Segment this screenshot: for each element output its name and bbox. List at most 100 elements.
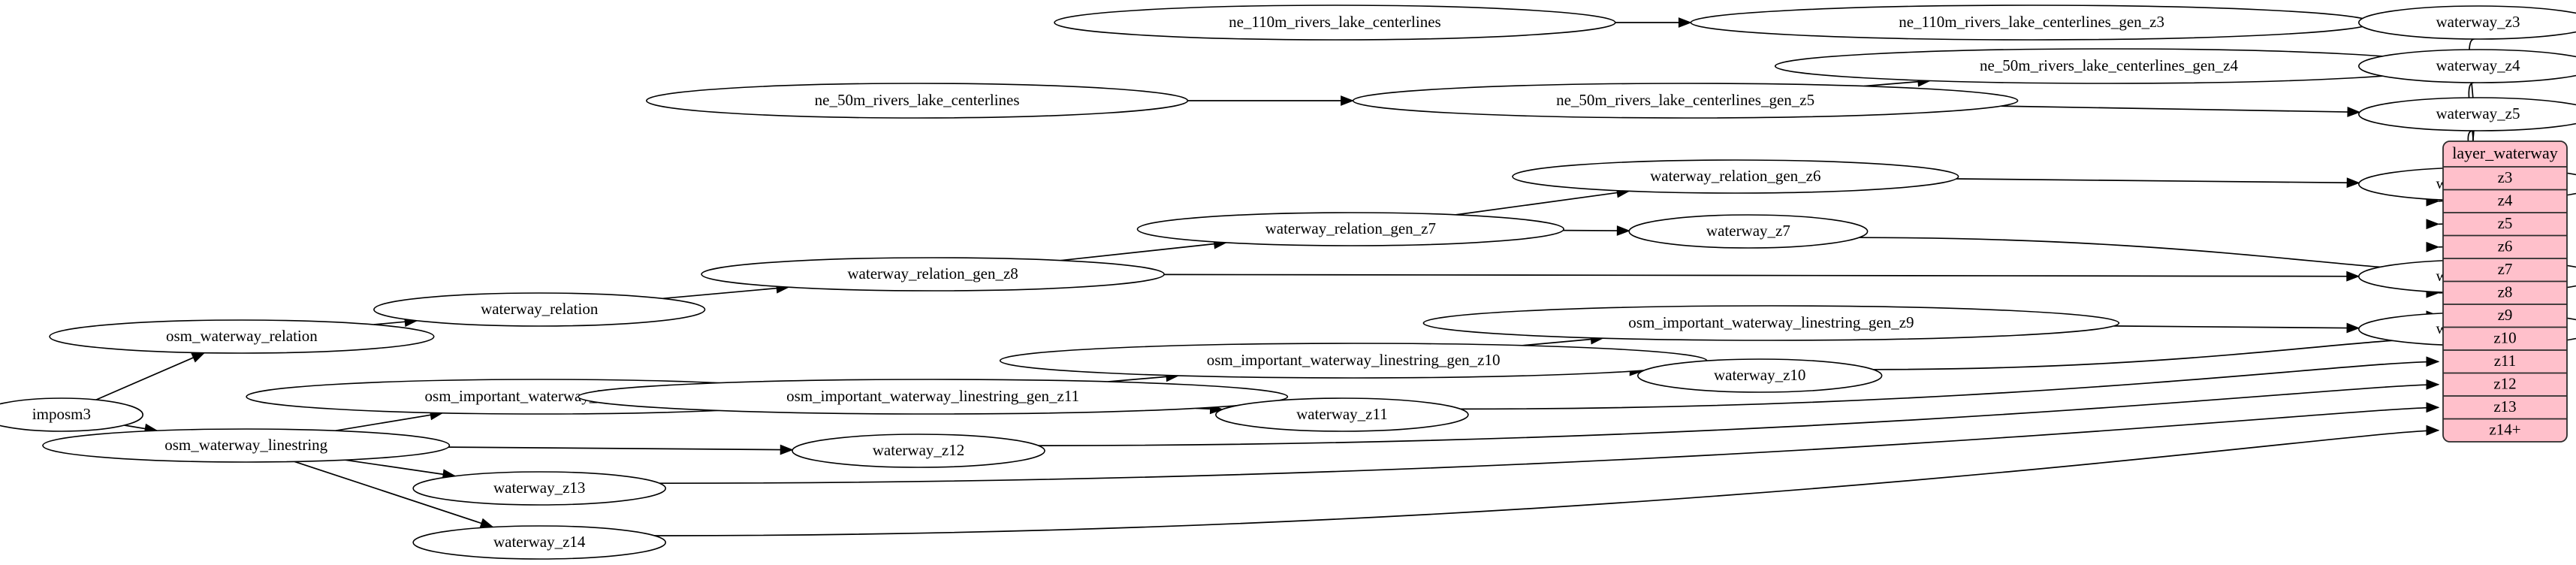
node-ellipse[interactable] [1422,305,2120,341]
node-label: osm_waterway_linestring [164,436,327,454]
node-ne_50m_rivers_lake_centerlines_gen_z5[interactable]: ne_50m_rivers_lake_centerlines_gen_z5 [1352,83,2019,119]
table-row-z4[interactable]: z4 [2498,192,2513,210]
node-waterway_relation_gen_z7[interactable]: waterway_relation_gen_z7 [1136,212,1564,246]
node-ellipse[interactable] [42,428,451,463]
node-waterway_z5[interactable]: waterway_z5 [2358,97,2576,131]
edge-ne_50m_rivers_lake_centerlines_gen_z5-to-waterway_z5 [2001,105,2361,117]
edge-line [335,412,443,432]
node-ellipse[interactable] [1637,358,1883,393]
node-label: ne_50m_rivers_lake_centerlines_gen_z4 [1980,56,2239,74]
node-label: osm_important_waterway_linestring_gen_z9 [1628,313,1914,331]
edges-layer [95,17,2475,536]
node-ellipse[interactable] [49,319,435,354]
node-waterway_relation[interactable]: waterway_relation [373,292,706,327]
node-ellipse[interactable] [792,434,1045,468]
edge-waterway_z7-to-table-z7 [1859,237,2440,276]
node-waterway_z7[interactable]: waterway_z7 [1628,214,1869,249]
node-waterway_z3[interactable]: waterway_z3 [2358,5,2576,40]
node-ellipse[interactable] [1054,5,1616,41]
node-ellipse[interactable] [1628,214,1869,249]
node-waterway_z11[interactable]: waterway_z11 [1215,397,1469,432]
table-row-z6[interactable]: z6 [2498,237,2513,255]
node-waterway_relation_gen_z8[interactable]: waterway_relation_gen_z8 [701,257,1165,292]
node-imposm3[interactable]: imposm3 [0,397,143,432]
node-waterway_z14[interactable]: waterway_z14 [412,525,667,560]
table-row-z5[interactable]: z5 [2498,214,2513,232]
edge-arrowhead [2346,322,2360,334]
edge-line [95,352,205,400]
node-ne_50m_rivers_lake_centerlines_gen_z4[interactable]: ne_50m_rivers_lake_centerlines_gen_z4 [1774,48,2444,84]
edge-arrowhead [780,444,794,455]
table-row-z7[interactable]: z7 [2498,260,2513,278]
edge-line [654,429,2439,536]
node-osm_important_waterway_linestring_gen_z10[interactable]: osm_important_waterway_linestring_gen_z1… [999,343,1708,379]
node-ne_50m_rivers_lake_centerlines[interactable]: ne_50m_rivers_lake_centerlines [645,83,1189,119]
node-waterway_z12[interactable]: waterway_z12 [792,434,1045,468]
node-ellipse[interactable] [412,525,667,560]
node-ellipse[interactable] [2358,5,2576,40]
table-row-z12[interactable]: z12 [2493,375,2516,393]
node-ellipse[interactable] [373,292,706,327]
nodes-layer: imposm3 osm_waterway_relation osm_waterway… [0,5,2576,560]
edge-arrowhead [2426,356,2440,367]
node-label: ne_50m_rivers_lake_centerlines [815,91,1020,109]
edge-osm_important_waterway_linestring_gen_z9-to-waterway_z9 [2113,322,2360,334]
edge-arrowhead [2426,379,2440,390]
edge-line [1455,190,1630,216]
node-ellipse[interactable] [1136,212,1564,246]
node-ellipse[interactable] [1512,159,1959,194]
node-label: osm_important_waterway_linestring_gen_z1… [1207,351,1501,369]
table-row-z13[interactable]: z13 [2493,397,2516,415]
node-label: imposm3 [32,405,91,423]
edge-line [1060,242,1226,261]
node-ellipse[interactable] [645,83,1189,119]
node-label: waterway_relation_gen_z7 [1265,219,1436,237]
node-label: waterway_z3 [2436,13,2520,31]
node-ellipse[interactable] [2358,97,2576,131]
node-ellipse[interactable] [701,257,1165,292]
node-osm_important_waterway_linestring_gen_z11[interactable]: osm_important_waterway_linestring_gen_z1… [577,379,1289,415]
node-waterway_relation_gen_z6[interactable]: waterway_relation_gen_z6 [1512,159,1959,194]
node-ellipse[interactable] [412,471,667,506]
node-label: waterway_z11 [1296,405,1388,423]
node-ellipse[interactable] [1215,397,1469,432]
edge-ne_50m_rivers_lake_centerlines-to-ne_50m_rivers_lake_centerlines_gen_z5 [1187,95,1354,106]
node-osm_important_waterway_linestring_gen_z9[interactable]: osm_important_waterway_linestring_gen_z9 [1422,305,2120,341]
node-label: ne_110m_rivers_lake_centerlines_gen_z3 [1899,13,2164,31]
edge-line [448,446,793,451]
table-row-z9[interactable]: z9 [2498,306,2513,324]
edge-line [659,406,2439,485]
table-row-z3[interactable]: z3 [2498,168,2513,186]
edge-osm_waterway_linestring-to-waterway_z13 [345,459,457,480]
edge-waterway_relation_gen_z6-to-waterway_z6 [1956,177,2360,189]
edge-imposm3-to-osm_waterway_relation [95,352,206,400]
edge-arrowhead [2426,425,2440,436]
node-label: ne_50m_rivers_lake_centerlines_gen_z5 [1556,91,1814,109]
node-ellipse[interactable] [2358,49,2576,83]
edge-waterway_z11-to-table-z11 [1460,356,2440,410]
table-row-z8[interactable]: z8 [2498,283,2513,301]
node-waterway_z10[interactable]: waterway_z10 [1637,358,1883,393]
edge-line [1859,237,2439,271]
table-row-z11[interactable]: z11 [2494,352,2517,370]
edge-arrowhead [2426,219,2440,230]
node-label: waterway_z12 [873,441,964,459]
node-ne_110m_rivers_lake_centerlines[interactable]: ne_110m_rivers_lake_centerlines [1054,5,1616,41]
node-ne_110m_rivers_lake_centerlines_gen_z3[interactable]: ne_110m_rivers_lake_centerlines_gen_z3 [1690,5,2373,41]
edge-line [345,459,456,477]
edge-line [1460,361,2439,410]
node-ellipse[interactable] [577,379,1289,415]
edge-line [1163,273,2359,277]
edge-waterway_z13-to-table-z13 [659,402,2440,485]
node-label: waterway_relation_gen_z6 [1650,167,1820,185]
table-row-z14plus[interactable]: z14+ [2489,421,2520,439]
node-waterway_z4[interactable]: waterway_z4 [2358,49,2576,83]
node-ellipse[interactable] [1352,83,2019,119]
node-osm_waterway_linestring[interactable]: osm_waterway_linestring [42,428,451,463]
node-osm_waterway_relation[interactable]: osm_waterway_relation [49,319,435,354]
table-row-z10[interactable]: z10 [2493,329,2516,347]
node-ellipse[interactable] [0,397,143,432]
edge-line [1956,178,2360,184]
node-waterway_z13[interactable]: waterway_z13 [412,471,667,506]
